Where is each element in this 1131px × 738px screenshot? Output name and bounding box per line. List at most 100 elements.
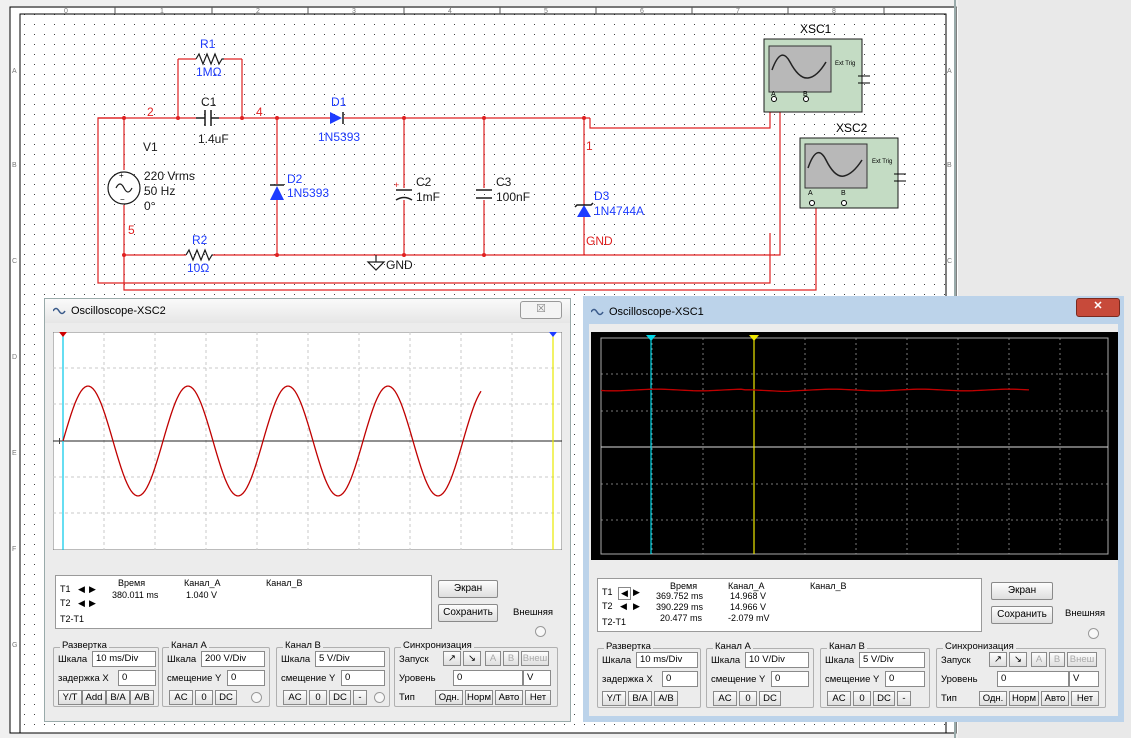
zero-button[interactable]: 0 [739,691,757,706]
capacitor-c2[interactable] [395,189,413,201]
cursor-marker-icon[interactable] [59,332,67,337]
save-button[interactable]: Сохранить [991,606,1053,624]
ac-button[interactable]: AC [827,691,851,706]
rising-edge-icon[interactable]: ↗ [443,651,461,666]
capacitor-c1[interactable] [196,110,219,126]
diode-d1[interactable] [330,112,344,124]
trigger-level-unit[interactable]: V [523,670,551,686]
save-button[interactable]: Сохранить [438,604,498,622]
trigger-ext-button[interactable]: Внеш [521,651,549,666]
ab-button[interactable]: A/B [654,691,678,706]
close-button[interactable]: ☒ [520,301,562,319]
normal-button[interactable]: Норм [1009,691,1039,706]
x-position-field[interactable]: 0 [118,670,156,686]
single-button[interactable]: Одн. [979,691,1007,706]
ba-button[interactable]: B/A [106,690,130,705]
t1-left-arrow-icon[interactable]: ◀ [618,587,631,600]
yt-button[interactable]: Y/T [58,690,82,705]
trigger-level-unit[interactable]: V [1069,671,1099,687]
timebase-scale-field[interactable]: 10 ms/Div [92,651,156,667]
t2-right-arrow-icon[interactable]: ▶ [633,601,640,611]
t1-left-arrow-icon[interactable]: ◀ [78,584,85,594]
x-position-field[interactable]: 0 [662,671,698,687]
channel-b-y-position-field[interactable]: 0 [885,671,925,687]
none-button[interactable]: Нет [1071,691,1099,706]
oscilloscope-xsc2-symbol[interactable]: A B Ext Trig [799,137,906,209]
trigger-a-button[interactable]: A [485,651,501,666]
t2-right-arrow-icon[interactable]: ▶ [89,598,96,608]
cursor-marker-icon[interactable] [549,332,557,337]
add-button[interactable]: Add [82,690,106,705]
zero-button[interactable]: 0 [309,690,327,705]
ac-button[interactable]: AC [169,690,193,705]
normal-button[interactable]: Норм [465,690,493,705]
diode-d2[interactable] [270,184,284,200]
oscilloscope-xsc1-symbol[interactable]: A B Ext Trig [763,38,870,113]
none-button[interactable]: Нет [525,690,551,705]
channel-a-radio[interactable] [251,692,262,703]
ac-source-v1[interactable]: + − [107,171,141,205]
screen-button[interactable]: Экран [991,582,1053,600]
trigger-a-button[interactable]: A [1031,652,1047,667]
channel-a-y-position-field[interactable]: 0 [771,671,809,687]
channel-b-scale-field[interactable]: 5 V/Div [859,652,925,668]
external-trigger-radio[interactable] [535,626,546,637]
cursor-marker-icon[interactable] [749,335,759,341]
scope-screen[interactable] [591,332,1118,560]
oscilloscope-xsc2-window[interactable]: Oscilloscope-XSC2 ☒ Время Канал_А Канал_… [44,298,571,722]
title-bar[interactable]: Oscilloscope-XSC1 ✕ [589,298,1120,324]
close-button[interactable]: ✕ [1076,298,1120,317]
channel-a-y-position-field[interactable]: 0 [227,670,265,686]
ba-button[interactable]: B/A [628,691,652,706]
dc-button[interactable]: DC [759,691,781,706]
timebase-scale-field[interactable]: 10 ms/Div [636,652,698,668]
trigger-b-button[interactable]: B [1049,652,1065,667]
trigger-ext-button[interactable]: Внеш [1067,652,1097,667]
screen-button[interactable]: Экран [438,580,498,598]
ac-button[interactable]: AC [713,691,737,706]
single-button[interactable]: Одн. [435,690,463,705]
resistor-r2[interactable] [185,248,213,262]
falling-edge-icon[interactable]: ↘ [1009,652,1027,667]
trigger-level-field[interactable]: 0 [453,670,523,686]
zero-button[interactable]: 0 [853,691,871,706]
yt-button[interactable]: Y/T [602,691,626,706]
external-trigger-radio[interactable] [1088,628,1099,639]
t2-left-arrow-icon[interactable]: ◀ [78,598,85,608]
ruler-label: B [947,162,952,169]
channel-a-scale-field[interactable]: 10 V/Div [745,652,809,668]
oscilloscope-xsc1-window[interactable]: Oscilloscope-XSC1 ✕ Время Канал_А Канал_… [583,296,1124,722]
ground-icon[interactable] [366,255,386,271]
dc-button[interactable]: DC [329,690,351,705]
rising-edge-icon[interactable]: ↗ [989,652,1007,667]
timebase-title: Развертка [604,641,653,652]
ac-button[interactable]: AC [283,690,307,705]
trigger-title: Синхронизация [943,641,1016,652]
zener-diode-d3[interactable] [574,202,594,217]
scope-screen[interactable] [53,332,562,550]
ab-button[interactable]: A/B [130,690,154,705]
trigger-b-button[interactable]: B [503,651,519,666]
channel-b-radio[interactable] [374,692,385,703]
t1-right-arrow-icon[interactable]: ▶ [633,587,640,597]
y-position-label: смещение Y [167,673,222,684]
zero-button[interactable]: 0 [195,690,213,705]
auto-button[interactable]: Авто [495,690,523,705]
dc-button[interactable]: DC [873,691,895,706]
title-bar[interactable]: Oscilloscope-XSC2 ☒ [45,299,570,323]
channel-b-scale-field[interactable]: 5 V/Div [315,651,385,667]
cursor-marker-icon[interactable] [646,335,656,341]
minus-button[interactable]: - [353,690,367,705]
auto-button[interactable]: Авто [1041,691,1069,706]
t1-right-arrow-icon[interactable]: ▶ [89,584,96,594]
t1-channel-a-value: 14.968 V [730,591,767,601]
resistor-r1[interactable] [195,52,224,66]
channel-a-scale-field[interactable]: 200 V/Div [201,651,265,667]
capacitor-c3[interactable] [476,189,492,199]
t2-left-arrow-icon[interactable]: ◀ [620,601,627,611]
dc-button[interactable]: DC [215,690,237,705]
channel-b-y-position-field[interactable]: 0 [341,670,385,686]
falling-edge-icon[interactable]: ↘ [463,651,481,666]
minus-button[interactable]: - [897,691,911,706]
trigger-level-field[interactable]: 0 [997,671,1069,687]
